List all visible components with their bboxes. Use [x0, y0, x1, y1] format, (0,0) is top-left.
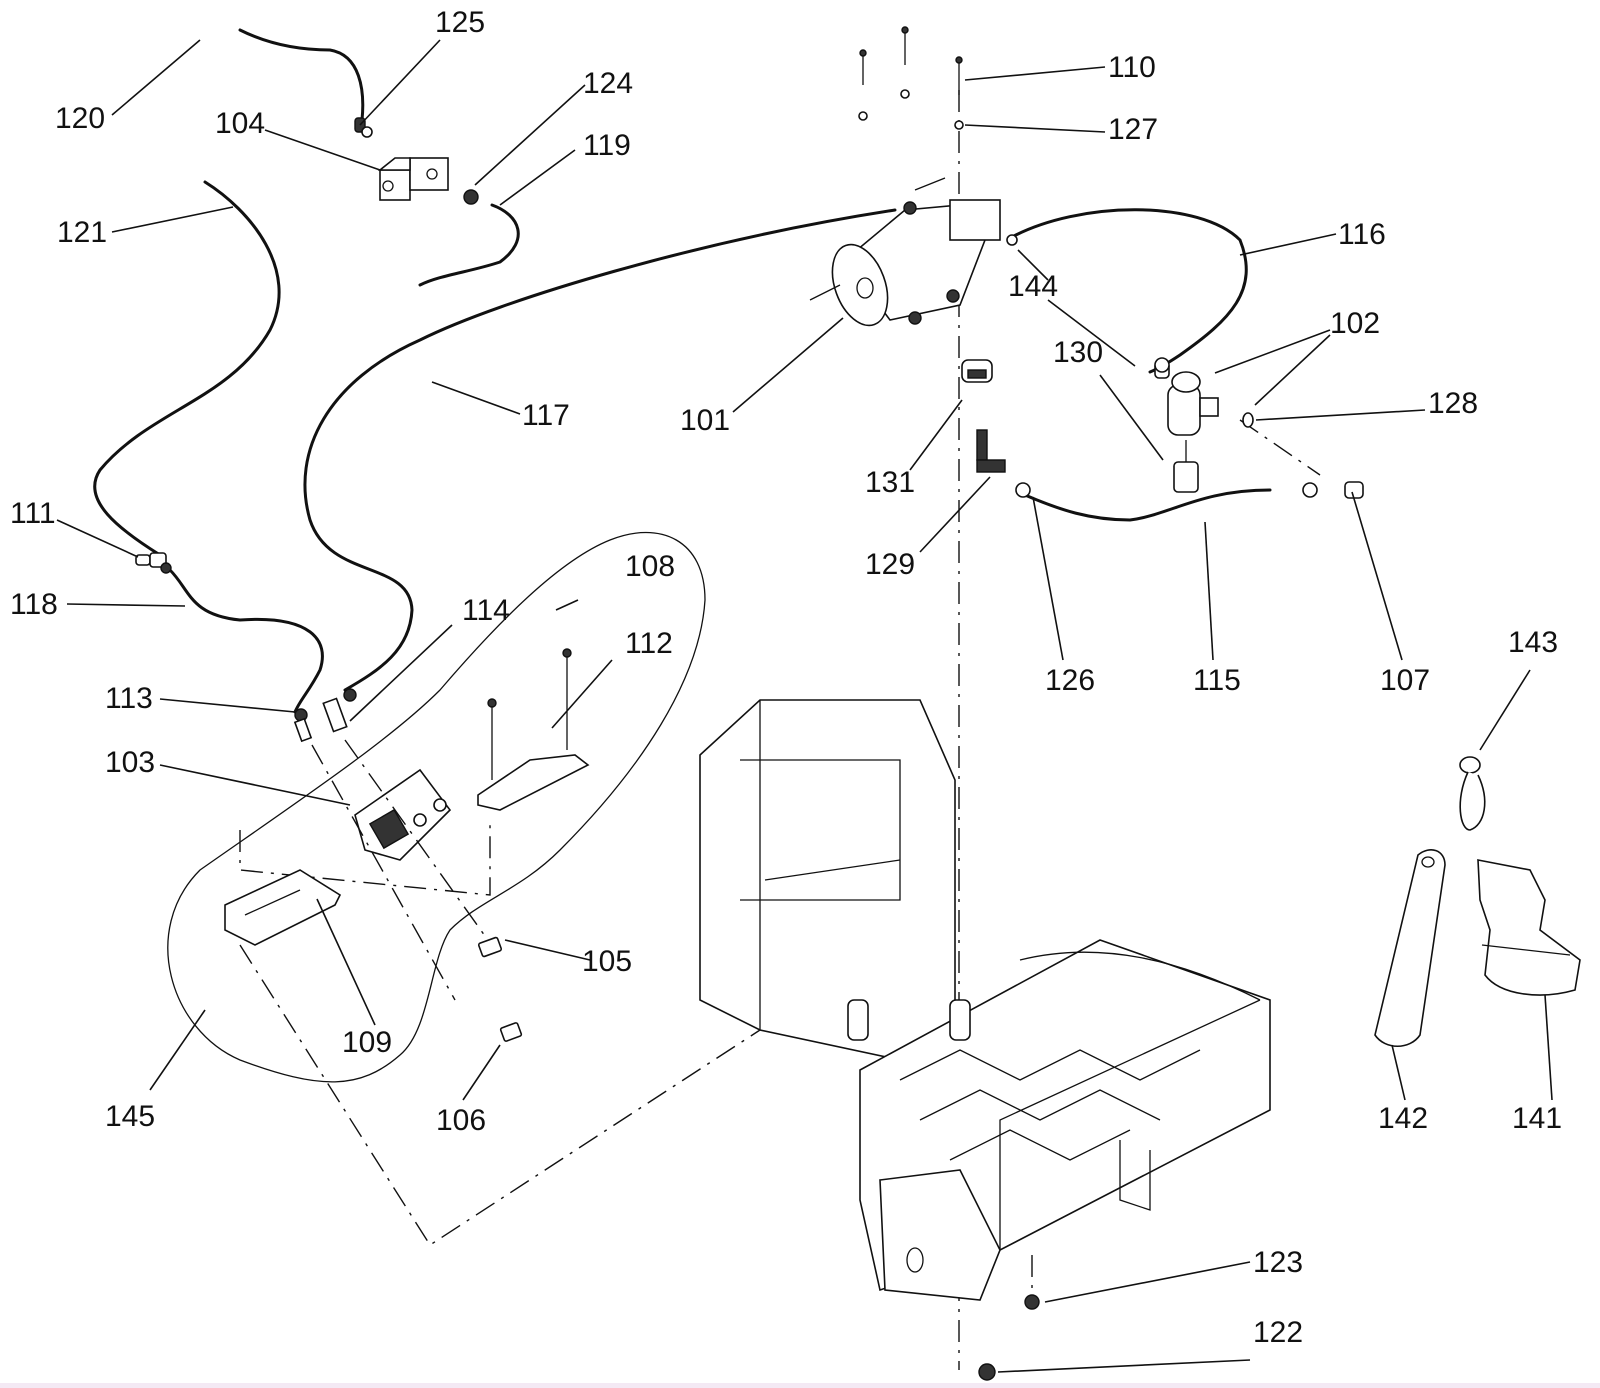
axis-line-filter	[1239, 419, 1321, 476]
nozzle-tool-142	[1374, 849, 1446, 1048]
callout-127: 127	[1108, 113, 1158, 146]
callout-113: 113	[105, 682, 153, 715]
nut-123	[1024, 1294, 1040, 1310]
leader-lines	[56, 39, 1553, 1373]
fitting-114	[322, 688, 357, 733]
callout-119: 119	[583, 129, 631, 162]
callout-121: 121	[57, 216, 107, 249]
valve-block-103	[354, 768, 452, 861]
hose-clamp-115-end	[1302, 482, 1318, 498]
clamp-bracket-112	[477, 754, 590, 811]
fitting-113	[293, 708, 313, 743]
plug-131	[961, 359, 993, 383]
callout-126: 126	[1045, 664, 1095, 697]
callout-129: 129	[865, 548, 915, 581]
clip-143	[1459, 756, 1486, 831]
hose-121	[93, 180, 281, 557]
callout-124: 124	[583, 67, 633, 100]
screws-108	[487, 648, 572, 780]
callout-123: 123	[1253, 1246, 1303, 1279]
nut-122	[978, 1363, 996, 1381]
hose-115	[1023, 488, 1272, 522]
callout-141: 141	[1512, 1102, 1562, 1135]
assembly-outline-145	[167, 531, 706, 1083]
callout-125: 125	[435, 6, 485, 39]
callout-118: 118	[10, 588, 58, 621]
callout-112: 112	[625, 627, 673, 660]
elbow-fitting-107	[1344, 481, 1364, 499]
callout-108: 108	[625, 550, 675, 583]
hose-117	[303, 208, 897, 692]
callout-104: 104	[215, 107, 265, 140]
filter-element-130	[1173, 440, 1199, 493]
callout-107: 107	[1380, 664, 1430, 697]
hose-clamp-144	[1154, 357, 1170, 373]
callout-106: 106	[436, 1104, 486, 1137]
cap-105	[477, 936, 503, 958]
axis-line-assembly	[239, 820, 491, 896]
axis-line-114	[344, 739, 496, 951]
callout-144: 144	[1008, 270, 1058, 303]
bracket-109	[224, 869, 342, 946]
screws-110	[859, 26, 963, 95]
bottom-border-strip	[0, 1383, 1600, 1388]
callout-120: 120	[55, 102, 105, 135]
callout-labels: 125 120 104 124 119 121 110 127 116 144 …	[10, 6, 1562, 1349]
hose-119	[418, 203, 520, 287]
cap-106	[499, 1022, 523, 1042]
elbow-fitting-129	[976, 429, 1006, 473]
filter-housing-102	[1154, 361, 1219, 436]
solenoid-valve-104	[377, 157, 449, 201]
callout-128: 128	[1428, 387, 1478, 420]
hose-116	[1008, 208, 1248, 374]
callout-115: 115	[1193, 664, 1241, 697]
hose-120	[238, 28, 365, 122]
o-ring-128	[1242, 412, 1254, 428]
tee-fitting-111	[135, 552, 172, 574]
callout-114: 114	[462, 594, 510, 627]
fitting-124	[463, 189, 479, 205]
callout-145: 145	[105, 1100, 155, 1133]
callout-102: 102	[1330, 307, 1380, 340]
callout-131: 131	[865, 466, 915, 499]
callout-103: 103	[105, 746, 155, 779]
base-chassis	[699, 699, 1271, 1301]
callout-111: 111	[10, 497, 56, 530]
callout-143: 143	[1508, 626, 1558, 659]
pump-motor-101	[809, 177, 1018, 327]
callout-105: 105	[582, 945, 632, 978]
callout-142: 142	[1378, 1102, 1428, 1135]
axis-line-113	[311, 744, 456, 1001]
callout-116: 116	[1338, 218, 1386, 251]
callout-122: 122	[1253, 1316, 1303, 1349]
callout-101: 101	[680, 404, 730, 437]
hose-118	[168, 568, 324, 714]
callout-117: 117	[522, 399, 570, 432]
washers-127	[858, 89, 964, 130]
axis-line-bracket	[239, 944, 761, 1246]
hose-clamp-126	[1015, 482, 1031, 498]
callout-110: 110	[1108, 51, 1156, 84]
nozzle-cover-141	[1477, 859, 1581, 996]
elbow-fitting-125	[354, 117, 373, 138]
callout-109: 109	[342, 1026, 392, 1059]
callout-130: 130	[1053, 336, 1103, 369]
